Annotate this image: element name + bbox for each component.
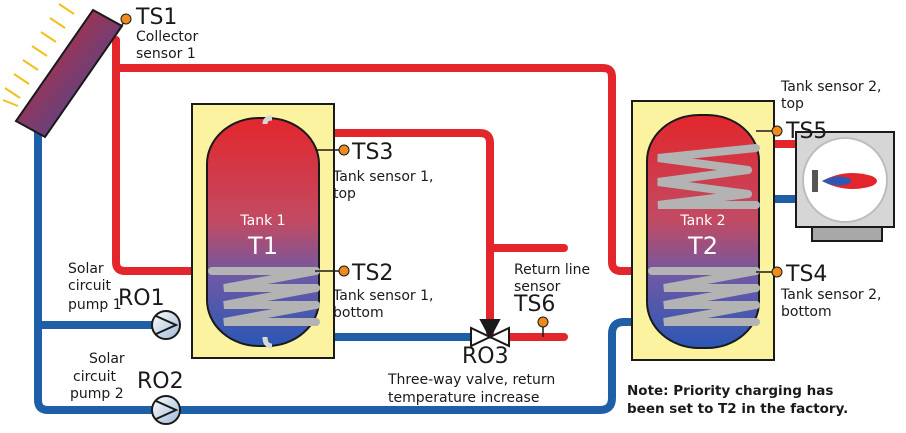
ts5-desc-line2: top (781, 96, 804, 112)
cold-return-pipe-pump2 (34, 321, 164, 414)
ts2-desc-line1: Tank sensor 1, (332, 288, 433, 304)
ts6-code: TS6 (513, 292, 555, 317)
ro1-desc-line3: pump 1 (68, 297, 122, 313)
tank-1: Tank 1 T1 (191, 103, 335, 359)
ts6-desc-line1: Return line (514, 262, 590, 278)
tank1-name: Tank 1 (239, 213, 285, 229)
ts1-code: TS1 (135, 5, 177, 30)
solar-collector-icon (2, 3, 124, 139)
cold-pump2-to-tank2 (172, 318, 654, 414)
ts2-desc-line2: bottom (333, 305, 384, 321)
hot-supply-pipe (112, 36, 654, 275)
ro3-desc-line1: Three-way valve, return (387, 372, 555, 388)
tank2-code: T2 (687, 232, 718, 260)
ts5-desc-line1: Tank sensor 2, (780, 79, 881, 95)
sensor-ts4: TS4 Tank sensor 2, bottom (756, 262, 881, 320)
tank-2: Tank 2 T2 (631, 100, 775, 361)
sensor-ts5: Tank sensor 2, top TS5 (756, 79, 881, 144)
tank2-top-coil (657, 144, 760, 209)
pump-ro2-label: Solar circuit pump 2 RO2 (70, 351, 184, 402)
ts1-desc-line2: sensor 1 (136, 46, 196, 62)
ts6-desc-line2: sensor (514, 279, 561, 295)
tank1-top-loop-pipe (261, 120, 494, 337)
ts4-code: TS4 (785, 262, 827, 287)
valve-label: RO3 Three-way valve, return temperature … (387, 344, 555, 406)
ts4-desc-line1: Tank sensor 2, (780, 287, 881, 303)
pump-ro1-icon (151, 310, 181, 340)
ts1-desc-line1: Collector (136, 29, 198, 45)
sensor-ts2: TS2 Tank sensor 1, bottom (315, 261, 433, 321)
ts2-code: TS2 (351, 261, 393, 286)
ro1-desc-line2: circuit (68, 278, 111, 294)
ro3-code: RO3 (462, 344, 509, 369)
tank1-code: T1 (247, 232, 278, 260)
note-line1: Note: Priority charging has (627, 383, 833, 399)
ro1-desc-line1: Solar (68, 261, 104, 277)
ts4-desc-line2: bottom (781, 304, 832, 320)
ts5-code: TS5 (785, 119, 827, 144)
sensor-ts6: Return line sensor TS6 (513, 262, 590, 337)
ts3-code: TS3 (351, 140, 393, 165)
heater-burner-icon (795, 131, 895, 242)
sensor-ts1: TS1 Collector sensor 1 (115, 5, 198, 62)
ts3-desc-line2: top (333, 186, 356, 202)
factory-note: Note: Priority charging has been set to … (627, 383, 848, 417)
ro2-desc-line3: pump 2 (70, 386, 124, 402)
pump-ro1-label: Solar circuit pump 1 RO1 (68, 261, 165, 313)
tank1-coil (208, 267, 320, 326)
sensor-ts3: TS3 Tank sensor 1, top (315, 140, 433, 202)
note-line2: been set to T2 in the factory. (627, 401, 848, 417)
ro2-code: RO2 (137, 369, 184, 394)
ro3-desc-line2: temperature increase (388, 390, 539, 406)
ro2-desc-line2: circuit (73, 369, 116, 385)
three-way-valve-icon (470, 319, 510, 348)
ro1-code: RO1 (118, 286, 165, 311)
pump-ro2-icon (151, 395, 181, 425)
ts3-desc-line1: Tank sensor 1, (332, 169, 433, 185)
ro2-desc-line1: Solar (89, 351, 125, 367)
tank2-bottom-coil (648, 267, 760, 326)
hot-supply-pipe-t1 (112, 64, 214, 275)
tank2-name: Tank 2 (679, 213, 725, 229)
